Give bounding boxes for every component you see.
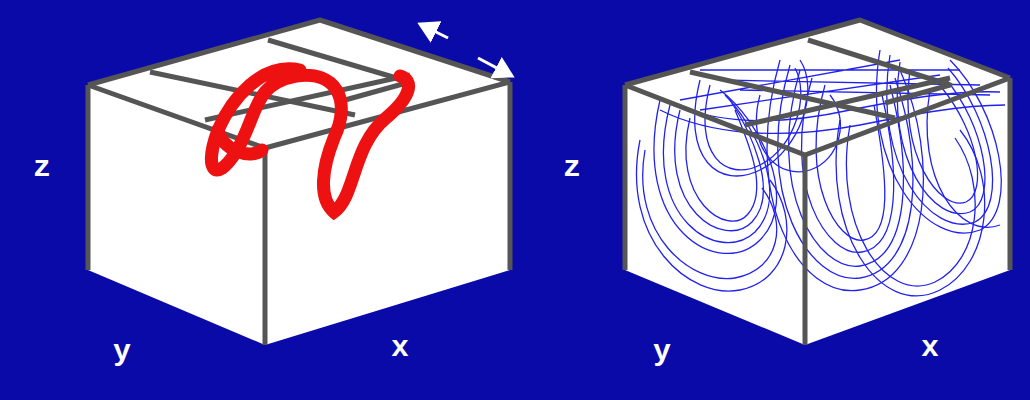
axis-label: x [391, 333, 409, 363]
left-cube [88, 20, 510, 345]
axis-label: y [653, 337, 671, 367]
axis-label: x [921, 333, 939, 363]
axis-label: z [563, 153, 581, 183]
axis-label: y [113, 337, 131, 367]
axis-label: z [33, 153, 51, 183]
right-cube [625, 20, 1010, 345]
